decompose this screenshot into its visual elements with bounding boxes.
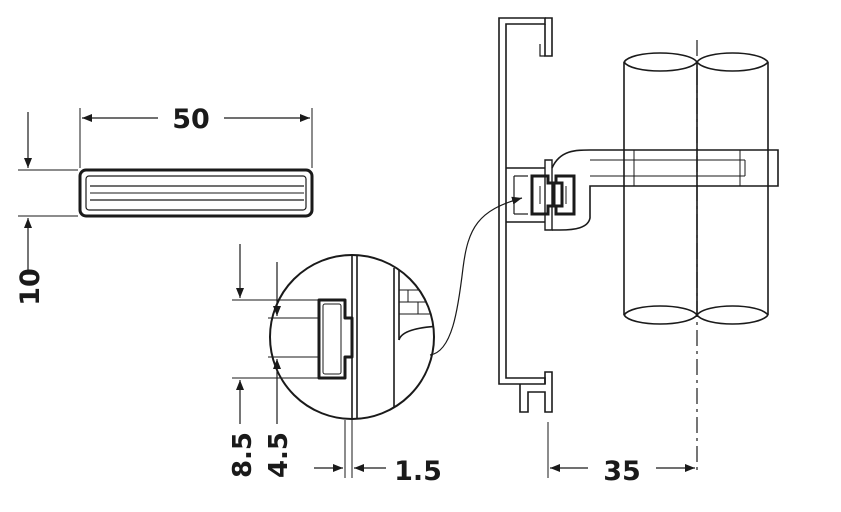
dim-label-1-5: 1.5 — [394, 456, 442, 487]
frame-profile — [498, 17, 779, 413]
dim-label-10: 10 — [15, 268, 46, 306]
detail-view — [269, 254, 435, 420]
dimension-detail-thickness: 1.5 — [314, 420, 442, 487]
dim-label-35: 35 — [603, 456, 641, 487]
pipes — [623, 40, 769, 472]
dimension-detail-inner: 4.5 — [264, 262, 318, 478]
dimension-length: 50 — [79, 104, 313, 168]
dimension-detail-outer: 8.5 — [228, 244, 318, 478]
dim-label-4-5: 4.5 — [264, 432, 294, 478]
dimension-pipe-offset: 35 — [547, 422, 695, 487]
detail-leader — [429, 196, 523, 356]
dimension-height: 10 — [15, 112, 78, 306]
dim-label-8-5: 8.5 — [228, 432, 258, 478]
dim-label-50: 50 — [172, 104, 210, 135]
gasket-profile — [78, 168, 314, 218]
